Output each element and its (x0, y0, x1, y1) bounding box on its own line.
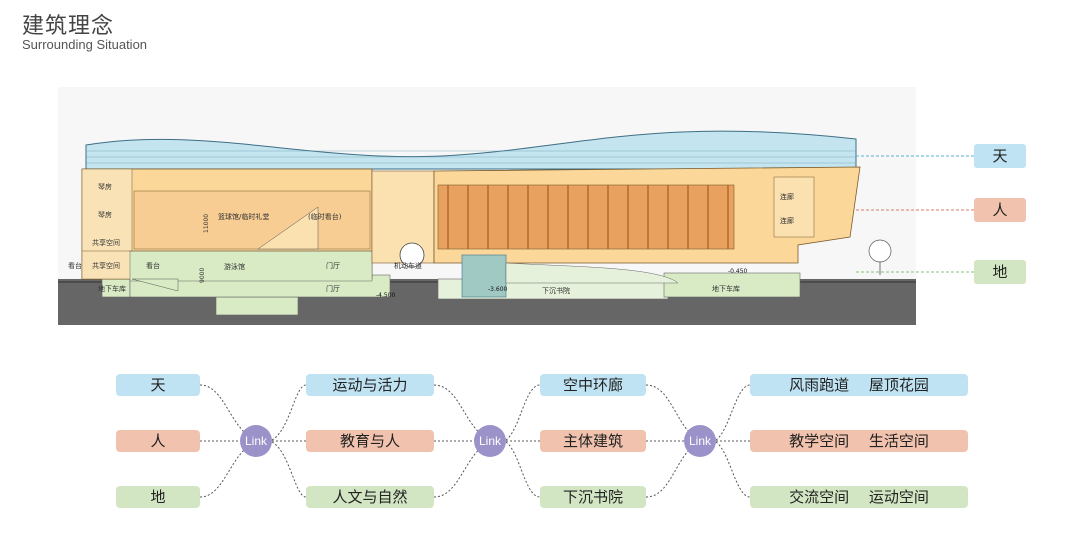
label-elevation: -0.450 (728, 268, 748, 275)
link-node: Link (240, 425, 272, 457)
label-lobby: 门厅 (326, 284, 340, 293)
label-lobby: 门厅 (326, 261, 340, 270)
pill-track-garden: 风雨跑道 屋顶花园 (750, 374, 968, 396)
label-height: 9000 (199, 268, 206, 283)
pill-sky-corridor: 空中环廊 (540, 374, 646, 396)
pill-main-building: 主体建筑 (540, 430, 646, 452)
label-corridor: 连廊 (780, 216, 794, 225)
label-sunken-court: 下沉书院 (542, 286, 570, 295)
link-node: Link (684, 425, 716, 457)
pill-sports: 运动与活力 (306, 374, 434, 396)
label-shared-space: 共享空间 (92, 261, 120, 270)
label-temp-stand: (临时看台) (308, 212, 342, 221)
label-gym: 篮球馆/临时礼堂 (218, 212, 269, 221)
label-pool: 游泳馆 (224, 262, 245, 271)
pill-sky: 天 (116, 374, 200, 396)
pill-exchange-sports: 交流空间 运动空间 (750, 486, 968, 508)
label-height: 11000 (203, 214, 210, 233)
label-vehicle-lane: 机动车道 (394, 261, 422, 270)
pill-humanities: 人文与自然 (306, 486, 434, 508)
legend-ground: 地 (974, 260, 1026, 284)
label-piano-room: 琴房 (98, 210, 112, 219)
legend-sky: 天 (974, 144, 1026, 168)
pill-education: 教育与人 (306, 430, 434, 452)
building-section-drawing: 琴房 琴房 共享空间 共享空间 地下车库 看台 看台 篮球馆/临时礼堂 游泳馆 … (58, 87, 916, 325)
page-subtitle: Surrounding Situation (22, 37, 148, 52)
label-basement-garage: 地下车库 (98, 284, 126, 293)
label-elevation: -4.500 (376, 292, 396, 299)
pill-people: 人 (116, 430, 200, 452)
label-stand: 看台 (68, 261, 82, 270)
pill-sunken-court: 下沉书院 (540, 486, 646, 508)
label-stand: 看台 (146, 261, 160, 270)
page-title: 建筑理念 (22, 14, 115, 39)
pill-teaching-living: 教学空间 生活空间 (750, 430, 968, 452)
label-piano-room: 琴房 (98, 182, 112, 191)
label-corridor: 连廊 (780, 192, 794, 201)
pill-ground: 地 (116, 486, 200, 508)
label-shared-space: 共享空间 (92, 238, 120, 247)
legend-people: 人 (974, 198, 1026, 222)
label-elevation: -3.600 (488, 286, 508, 293)
link-node: Link (474, 425, 506, 457)
label-basement-garage: 地下车库 (712, 284, 740, 293)
